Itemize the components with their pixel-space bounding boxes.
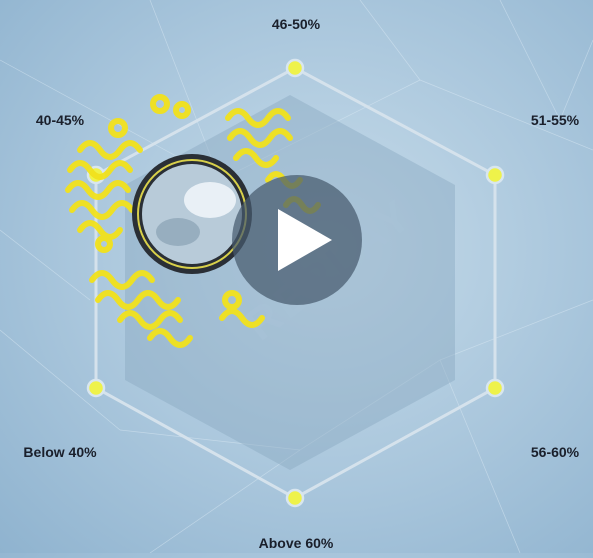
label-lower-left: Below 40% bbox=[23, 444, 97, 460]
radar-node-bottom[interactable] bbox=[285, 488, 305, 508]
label-lower-right: 56-60% bbox=[530, 444, 580, 460]
play-button[interactable] bbox=[232, 175, 362, 305]
radar-node-lower-left[interactable] bbox=[86, 378, 106, 398]
label-bottom: Above 60% bbox=[258, 535, 334, 551]
label-upper-right: 51-55% bbox=[530, 112, 580, 128]
play-icon bbox=[278, 209, 332, 271]
label-top: 46-50% bbox=[271, 16, 321, 32]
radar-node-lower-right[interactable] bbox=[485, 378, 505, 398]
radar-node-upper-right[interactable] bbox=[485, 165, 505, 185]
radar-node-top[interactable] bbox=[285, 58, 305, 78]
label-upper-left: 40-45% bbox=[35, 112, 85, 128]
